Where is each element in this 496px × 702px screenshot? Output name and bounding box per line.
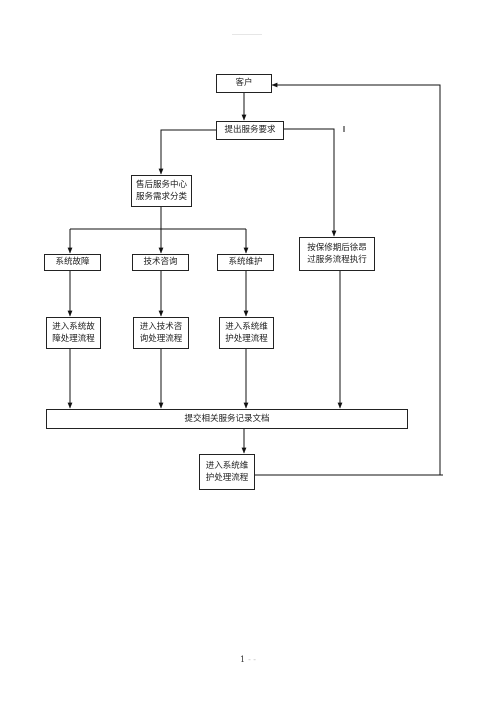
page-footer: 1- - — [0, 655, 496, 664]
final-process-label: 进入系统维 护处理流程 — [205, 460, 249, 483]
consult-process-label: 进入技术咨 询处理流程 — [139, 321, 183, 344]
maintain-box: 系统维护 — [217, 254, 274, 271]
fault-process-label: 进入系统故 障处理流程 — [52, 321, 95, 344]
submit-records-box: 提交相关服务记录文档 — [46, 409, 408, 429]
fault-label: 系统故障 — [55, 257, 90, 268]
final-process-box: 进入系统维 护处理流程 — [199, 454, 255, 490]
service-center-box: 售后服务中心 服务需求分类 — [131, 175, 192, 207]
arrow-request-center — [158, 129, 216, 175]
warranty-box: 按保修期后徐昂 过服务流程执行 — [299, 237, 375, 271]
fault-process-box: 进入系统故 障处理流程 — [46, 317, 101, 349]
customer-box: 客户 — [216, 74, 272, 93]
service-center-label: 售后服务中心 服务需求分类 — [135, 179, 187, 202]
request-label: 提出服务要求 — [224, 125, 276, 136]
fault-box: 系统故障 — [44, 254, 101, 271]
maintain-process-label: 进入系统维 护处理流程 — [225, 321, 268, 344]
arrow-request-warranty — [284, 128, 337, 237]
customer-label: 客户 — [235, 78, 253, 89]
maintain-label: 系统维护 — [228, 257, 263, 268]
request-box: 提出服务要求 — [216, 121, 284, 140]
consult-process-box: 进入技术咨 询处理流程 — [133, 317, 189, 349]
page-number: 1 — [239, 655, 246, 664]
consult-box: 技术咨询 — [132, 254, 189, 271]
consult-label: 技术咨询 — [143, 257, 178, 268]
maintain-process-box: 进入系统维 护处理流程 — [219, 317, 274, 349]
warranty-label: 按保修期后徐昂 过服务流程执行 — [307, 242, 367, 265]
header-mark — [232, 34, 262, 35]
submit-records-label: 提交相关服务记录文档 — [184, 413, 270, 424]
arrow-loop-customer — [255, 82, 441, 476]
footer-faint-text: - - — [248, 655, 257, 664]
